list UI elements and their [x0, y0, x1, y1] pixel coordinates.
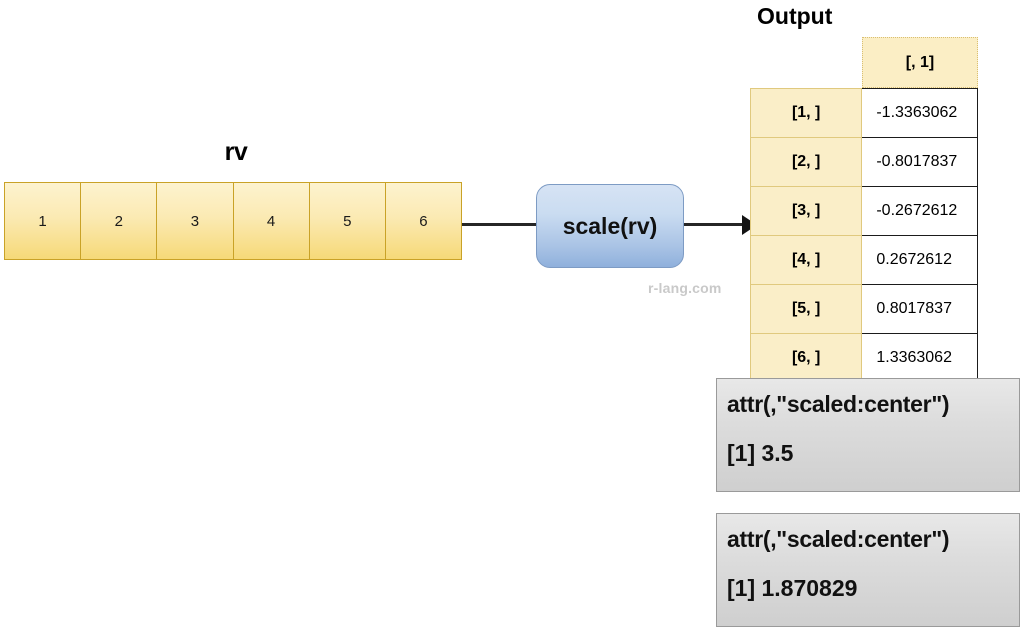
row-label: [2, ] — [749, 137, 863, 187]
row-label: [1, ] — [749, 88, 863, 138]
vector-cell: 1 — [5, 183, 82, 259]
row-value-text: 0.8017837 — [876, 300, 952, 317]
attribute-value: [1] 1.870829 — [727, 575, 858, 601]
input-vector-label: rv — [224, 138, 248, 166]
row-value-text: -0.8017837 — [876, 153, 958, 170]
vector-cell: 4 — [233, 183, 310, 259]
row-value: 0.8017837 — [861, 284, 978, 334]
attribute-box-scaled-scale: attr(,"scaled:center") [1] 1.870829 — [716, 513, 1020, 627]
attribute-title: attr(,"scaled:center") — [727, 526, 950, 552]
row-value-text: -1.3363062 — [876, 104, 958, 121]
attribute-title: attr(,"scaled:center") — [727, 391, 950, 417]
table-row: [2, ] -0.8017837 — [749, 137, 978, 187]
table-row: [4, ] 0.2672612 — [749, 235, 978, 285]
row-label: [6, ] — [749, 333, 863, 383]
output-table: [1, ] -1.3363062 [2, ] -0.8017837 [3, ] … — [749, 88, 978, 383]
connector-input-to-operation — [462, 223, 536, 226]
attribute-value: [1] 3.5 — [727, 440, 794, 466]
row-value-text: -0.2672612 — [876, 202, 958, 219]
output-column-header: [, 1] — [862, 37, 978, 88]
output-title: Output — [757, 3, 833, 29]
row-value-text: 1.3363062 — [876, 349, 952, 366]
input-vector: 1 2 3 4 5 6 — [4, 182, 462, 260]
row-value: -0.2672612 — [861, 186, 978, 236]
row-label: [4, ] — [749, 235, 863, 285]
table-row: [6, ] 1.3363062 — [749, 333, 978, 383]
vector-cell: 2 — [81, 183, 158, 259]
table-row: [3, ] -0.2672612 — [749, 186, 978, 236]
table-row: [5, ] 0.8017837 — [749, 284, 978, 334]
attribute-box-scaled-center: attr(,"scaled:center") [1] 3.5 — [716, 378, 1020, 492]
row-value-text: 0.2672612 — [876, 251, 952, 268]
row-value: -1.3363062 — [861, 88, 978, 138]
watermark: r-lang.com — [648, 280, 722, 296]
vector-cell: 6 — [385, 183, 462, 259]
row-label: [3, ] — [749, 186, 863, 236]
vector-cell: 5 — [309, 183, 386, 259]
operation-node-scale: scale(rv) — [536, 184, 684, 268]
row-label: [5, ] — [749, 284, 863, 334]
row-value: 1.3363062 — [861, 333, 978, 383]
row-value: -0.8017837 — [861, 137, 978, 187]
row-value: 0.2672612 — [861, 235, 978, 285]
vector-cell: 3 — [157, 183, 234, 259]
connector-operation-to-output — [684, 223, 746, 226]
table-row: [1, ] -1.3363062 — [749, 88, 978, 138]
